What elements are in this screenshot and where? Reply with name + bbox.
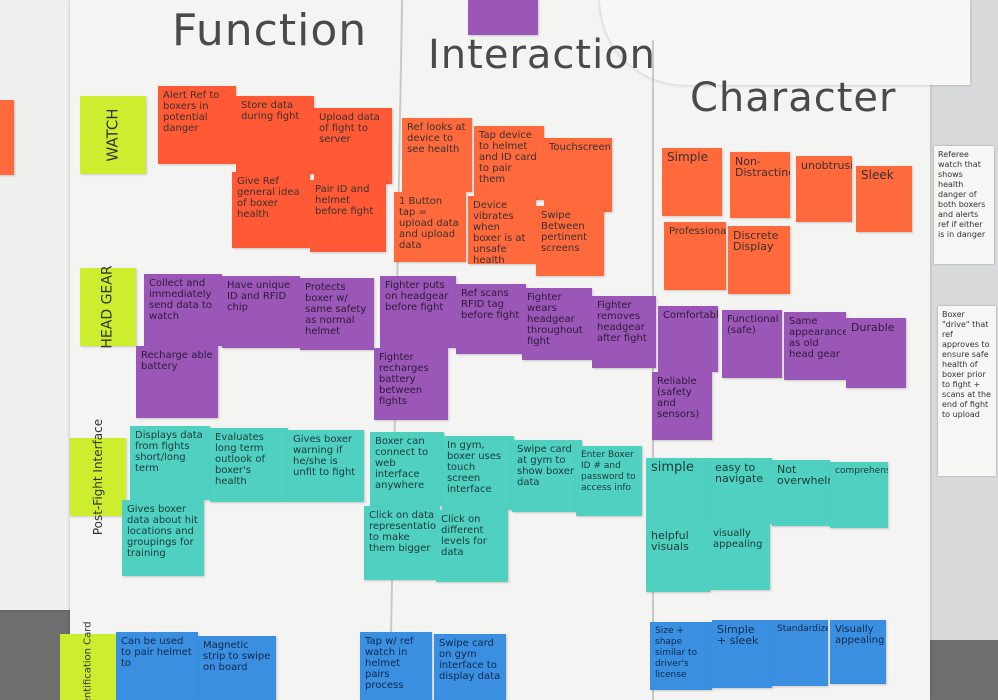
row-label-postfight: Post-Fight Interface — [70, 419, 126, 535]
sticky-note: Click on data representation to make the… — [364, 506, 440, 580]
sticky-note: Discrete Display — [728, 226, 790, 294]
sticky-note: Simple — [662, 148, 722, 216]
sticky-note: Store data during fight — [236, 96, 314, 174]
sticky-note: Standardized — [772, 620, 828, 686]
sticky-note: Boxer can connect to web interface anywh… — [370, 432, 444, 506]
sticky-note: Fighter removes headgear after fight — [592, 296, 656, 368]
sticky-note: Pair ID and helmet before fight — [310, 180, 386, 252]
sticky-note: Durable — [846, 318, 906, 388]
sticky-note: Collect and immediately send data to wat… — [144, 274, 222, 346]
sticky-note: Tap w/ ref watch in helmet pairs process — [360, 632, 432, 700]
sticky-note: Non-Distracting — [730, 152, 790, 218]
sticky-note: visually appealing — [708, 524, 770, 590]
sticky-note: Enter Boxer ID # and password to access … — [576, 446, 642, 516]
sticky-note: Functional (safe) — [722, 310, 782, 378]
sticky-note: Have unique ID and RFID chip — [222, 276, 300, 348]
left-poster-paper — [0, 0, 75, 610]
sticky-note: Sleek — [856, 166, 912, 232]
column-divider — [652, 40, 654, 700]
sticky-note: Fighter recharges battery between fights — [374, 348, 448, 420]
sticky-note: Can be used to pair helmet to — [116, 632, 198, 700]
sticky-note: Simple + sleek — [712, 620, 772, 688]
row-label-idcard: Identification Card — [60, 621, 116, 700]
sticky-note: Ref scans RFID tag before fight — [456, 284, 526, 354]
sticky-note: Visually appealing — [830, 620, 886, 684]
sticky-note: simple — [646, 458, 710, 526]
sticky-note: Size + shape similar to driver's license — [650, 622, 712, 690]
row-label-text: HEAD GEAR — [100, 265, 116, 349]
partial-sticky-note — [468, 0, 538, 35]
row-label-text: Identification Card — [82, 620, 94, 700]
sticky-note: Same appearance as old head gear — [784, 312, 846, 380]
side-note: Boxer "drive" that ref approves to ensur… — [938, 306, 996, 476]
sticky-note: Upload data of fight to server — [314, 108, 392, 184]
row-label-watch: WATCH — [80, 96, 146, 174]
partial-sticky-note — [0, 100, 14, 175]
sticky-note: 1 Button tap = upload data and upload da… — [394, 192, 466, 262]
side-note: Referee watch that shows health danger o… — [934, 146, 994, 264]
sticky-note: Recharge able battery — [136, 346, 218, 418]
sticky-note: Swipe card at gym to show boxer data — [512, 440, 582, 512]
sticky-note: Swipe Between pertinent screens — [536, 206, 604, 276]
sticky-note: Displays data from fights short/long ter… — [130, 426, 210, 500]
top-right-paper — [600, 0, 970, 85]
sticky-note: Give Ref general idea of boxer health — [232, 172, 310, 248]
header-character: Character — [690, 75, 897, 121]
header-function: Function — [172, 5, 368, 56]
sticky-note: Touchscreen — [544, 138, 612, 212]
sticky-note: comprehensive — [830, 462, 888, 528]
sticky-note: Magnetic strip to swipe on board — [198, 636, 276, 700]
sticky-note: Professional — [664, 222, 726, 290]
sticky-note: Gives boxer data about hit locations and… — [122, 500, 204, 576]
sticky-note: Alert Ref to boxers in potential danger — [158, 86, 236, 164]
sticky-note: Tap device to helmet and ID card to pair… — [474, 126, 544, 200]
row-label-text: WATCH — [104, 108, 122, 162]
sticky-note: Gives boxer warning if he/she is unfit t… — [288, 430, 364, 502]
sticky-note: Protects boxer w/ same safety as normal … — [300, 278, 374, 350]
sticky-note: Not overwhelming — [772, 460, 830, 526]
sticky-note: Device vibrates when boxer is at unsafe … — [468, 196, 536, 264]
sticky-note: Ref looks at device to see health — [402, 118, 472, 192]
sticky-note: unobtrusive — [796, 156, 852, 222]
sticky-note: Comfortable — [658, 306, 718, 372]
sticky-note: helpful visuals — [646, 526, 710, 592]
sticky-note: In gym, boxer uses touch screen interfac… — [442, 436, 514, 510]
row-label-headgear: HEAD GEAR — [80, 265, 136, 349]
sticky-note: Fighter wears headgear throughout fight — [522, 288, 592, 360]
sticky-note: Click on different levels for data — [436, 510, 508, 582]
sticky-note: Fighter puts on headgear before fight — [380, 276, 456, 348]
header-interaction: Interaction — [428, 32, 657, 78]
sticky-note: Reliable (safety and sensors) — [652, 372, 712, 440]
sticky-note: Swipe card on gym interface to display d… — [434, 634, 506, 700]
sticky-note: Evaluates long term outlook of boxer's h… — [210, 428, 288, 502]
row-label-text: Post-Fight Interface — [91, 418, 105, 536]
sticky-note: easy to navigate — [710, 458, 772, 524]
